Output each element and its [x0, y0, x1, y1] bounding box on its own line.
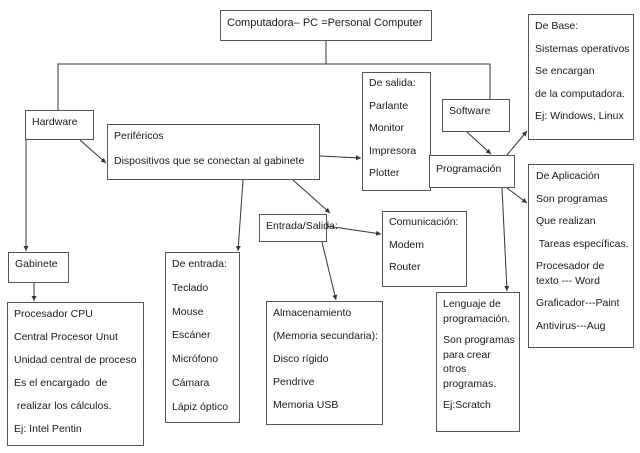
- node-item: Router: [389, 261, 421, 273]
- edge-programacion-base: [506, 130, 528, 156]
- node-item: realizar los cálculos.: [14, 400, 112, 413]
- node-heading: Comunicación:: [389, 216, 459, 228]
- node-item: Se encargan: [535, 65, 595, 77]
- node-item: Lápiz óptico: [172, 400, 229, 413]
- edge-root-hardware: [57, 41, 327, 110]
- node-item: Parlante: [369, 99, 409, 112]
- node-item: texto --- Word: [536, 274, 600, 287]
- node-item: Memoria USB: [273, 399, 339, 412]
- node-heading: programación.: [443, 312, 511, 325]
- node-text: Dispositivos que se conectan al gabinete: [114, 154, 305, 167]
- node-text: Hardware: [32, 116, 78, 128]
- node-procesador-cpu: Procesador CPU Central Procesor Unut Uni…: [7, 302, 144, 446]
- node-de-base: De Base: Sistemas operativos Se encargan…: [528, 14, 634, 140]
- node-item: Son programas: [443, 334, 515, 346]
- node-heading: De Aplicación: [536, 170, 600, 182]
- node-item: de la computadora.: [535, 87, 625, 100]
- node-item: Cámara: [172, 376, 210, 389]
- node-item: Que realizan: [536, 215, 596, 227]
- node-text: Gabinete: [15, 258, 58, 270]
- edge-root-software: [326, 63, 491, 99]
- node-text: Software: [449, 105, 491, 117]
- node-item: programas.: [443, 377, 497, 390]
- node-item: Procesador de: [536, 260, 605, 272]
- node-item: Ej:Scratch: [443, 399, 491, 411]
- node-item: Pendrive: [273, 376, 315, 389]
- node-item: Antivirus---Aug: [536, 319, 606, 332]
- node-gabinete: Gabinete: [8, 252, 69, 283]
- node-lenguaje-programacion: Lenguaje de programación. Son programas …: [436, 292, 520, 432]
- node-item: Ej: Windows, Linux: [535, 110, 624, 122]
- node-item: Escáner: [172, 329, 211, 342]
- node-de-aplicacion: De Aplicación Son programas Que realizan…: [528, 164, 634, 348]
- node-item: Micrófono: [172, 353, 219, 366]
- node-item: Unidad central de proceso: [14, 354, 137, 367]
- node-heading: Periféricos: [114, 130, 164, 142]
- node-comunicacion: Comunicación: Modem Router: [382, 211, 467, 287]
- node-text: Computadora– PC =Personal Computer: [227, 17, 423, 29]
- edge-programacion-aplicacion: [506, 187, 528, 204]
- edge-entrada-salida-almacenamiento: [321, 241, 338, 301]
- edge-entrada-salida-comunicacion: [326, 225, 382, 236]
- node-item: otros: [443, 363, 467, 375]
- node-item: Son programas: [536, 192, 608, 205]
- node-item: Mouse: [172, 305, 204, 318]
- node-item: Modem: [389, 238, 425, 251]
- node-de-entrada: De entrada: Teclado Mouse Escáner Micróf…: [165, 252, 240, 423]
- node-perifericos: Periféricos Dispositivos que se conectan…: [107, 124, 320, 180]
- node-item: Impresora: [369, 144, 417, 157]
- node-item: Ej: Intel Pentin: [14, 423, 82, 436]
- node-item: Plotter: [369, 167, 400, 179]
- node-heading: Lenguaje de: [443, 298, 501, 310]
- node-entrada-salida: Entrada/Salida:: [259, 214, 338, 242]
- edge-perifericos-entrada-salida: [292, 179, 331, 214]
- node-almacenamiento: Almacenamiento (Memoria secundaria): Dis…: [266, 301, 383, 425]
- node-software: Software: [442, 99, 510, 132]
- node-heading: De entrada:: [172, 258, 227, 270]
- node-item: Graficador---Paint: [536, 297, 620, 309]
- node-item: Tareas específicas.: [536, 237, 629, 250]
- node-hardware: Hardware: [25, 110, 94, 140]
- node-item: (Memoria secundaria):: [273, 330, 379, 343]
- node-item: Sistemas operativos: [535, 42, 630, 55]
- edge-perifericos-entrada: [235, 179, 244, 252]
- node-text: Programación: [436, 163, 502, 175]
- node-de-salida: De salida: Parlante Monitor Impresora Pl…: [362, 72, 431, 191]
- edge-hardware-perifericos: [79, 139, 107, 164]
- node-heading: De Base:: [535, 20, 579, 32]
- edge-software-programacion: [466, 131, 492, 155]
- node-item: Teclado: [172, 281, 209, 294]
- node-heading: De salida:: [369, 77, 416, 89]
- node-item: Disco rígido: [273, 353, 329, 366]
- edge-programacion-lenguaje: [501, 187, 510, 292]
- edge-perifericos-salida: [319, 155, 362, 161]
- node-item: Central Procesor Unut: [14, 331, 118, 344]
- node-computadora: Computadora– PC =Personal Computer: [220, 10, 432, 41]
- node-item: Monitor: [369, 122, 405, 134]
- node-item: para crear: [443, 348, 491, 361]
- node-programacion: Programación: [429, 155, 515, 188]
- node-heading: Procesador CPU: [14, 308, 93, 320]
- node-heading: Almacenamiento: [273, 307, 352, 319]
- node-item: Es el encargado de: [14, 377, 108, 390]
- node-text: Entrada/Salida:: [266, 220, 338, 232]
